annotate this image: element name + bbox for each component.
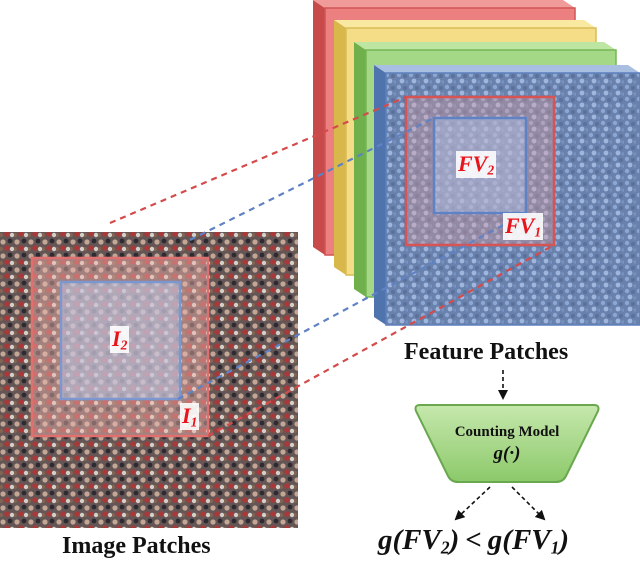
feature-patches-caption: Feature Patches [404,339,568,366]
arrow-to-right-output [512,487,544,519]
feature-layer-red-top [313,0,575,8]
feature-layer-green-side [354,42,366,297]
image-panel [0,232,298,528]
image-patches-caption: Image Patches [62,533,211,560]
feature-patch-outer-label: FV1 [503,213,543,240]
arrow-to-left-output [456,487,490,519]
result-operator: < [465,524,482,556]
result-left-func: g( [378,524,402,556]
comparison-result: g(FV2)<g(FV1) [378,524,569,558]
counting-model-title: Counting Model [418,424,596,441]
result-left-close: ) [450,524,460,556]
feature-layer-blue-side [374,65,386,325]
result-right-func: g( [488,524,512,556]
feature-layer-yellow-top [334,20,596,28]
result-right-close: ) [559,524,569,556]
feature-patch-inner-label: FV2 [456,151,496,178]
feature-layer-yellow-side [334,20,346,275]
feature-layer-blue-top [374,65,640,73]
result-right-var: FV [512,524,551,556]
feature-layer-green-top [354,42,616,50]
image-patch-outer-label: I1 [180,403,199,430]
result-left-var: FV [402,524,441,556]
result-left-sub: 2 [441,537,450,557]
image-patch-inner-label: I2 [110,326,129,353]
feature-layer-red-side [313,0,325,255]
counting-model-function: g(·) [418,443,596,465]
